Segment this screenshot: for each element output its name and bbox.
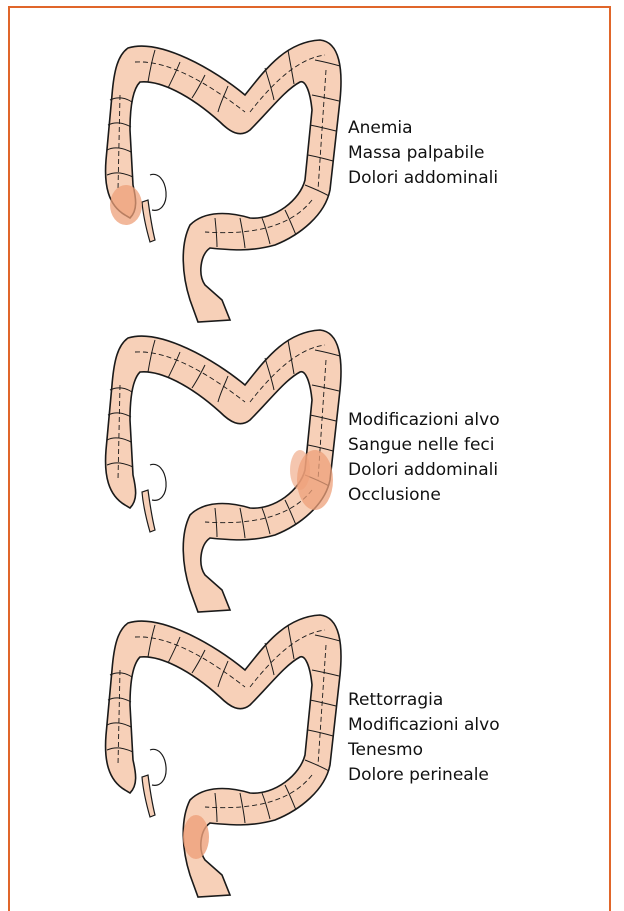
symptom-label: Dolore perineale — [348, 763, 500, 788]
symptom-label: Tenesmo — [348, 738, 500, 763]
symptom-label: Rettorragia — [348, 688, 500, 713]
symptom-label: Massa palpabile — [348, 141, 498, 166]
symptom-label: Modificazioni alvo — [348, 713, 500, 738]
lesion-marker — [183, 815, 209, 859]
symptom-list: Modificazioni alvo Sangue nelle feci Dol… — [348, 408, 500, 508]
panel-rectum: Rettorragia Modificazioni alvo Tenesmo D… — [0, 575, 624, 905]
panel-left-colon: Modificazioni alvo Sangue nelle feci Dol… — [0, 290, 624, 600]
symptom-label: Occlusione — [348, 483, 500, 508]
symptom-label: Modificazioni alvo — [348, 408, 500, 433]
symptom-label: Anemia — [348, 116, 498, 141]
symptom-label: Sangue nelle feci — [348, 433, 500, 458]
lesion-marker — [110, 185, 142, 225]
colon-illustration — [0, 290, 624, 620]
symptom-list: Rettorragia Modificazioni alvo Tenesmo D… — [348, 688, 500, 788]
colon-illustration — [0, 0, 624, 330]
symptom-label: Dolori addominali — [348, 166, 498, 191]
symptom-list: Anemia Massa palpabile Dolori addominali — [348, 116, 498, 191]
colon-illustration — [0, 575, 624, 905]
panel-right-colon: Anemia Massa palpabile Dolori addominali — [0, 0, 624, 300]
symptom-label: Dolori addominali — [348, 458, 500, 483]
lesion-marker — [290, 450, 310, 490]
